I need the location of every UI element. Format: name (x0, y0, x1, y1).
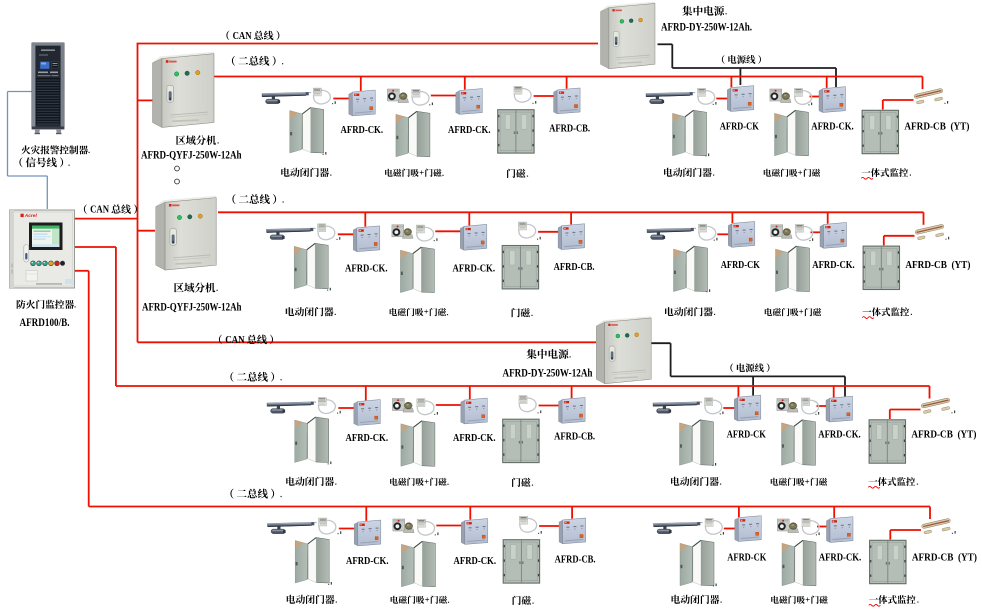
svg-text:+: + (805, 594, 810, 604)
svg-text:AFRD-CB.: AFRD-CB. (554, 430, 595, 442)
svg-text:+: + (805, 476, 810, 486)
svg-text:AFRD-CK.: AFRD-CK. (453, 432, 496, 444)
svg-text:AFRD-CB.: AFRD-CB. (549, 122, 590, 134)
svg-text:AFRD-CK: AFRD-CK (727, 428, 766, 440)
svg-text:AFRD-CB (YT): AFRD-CB (YT) (912, 551, 977, 563)
svg-text:AFRD-QYFJ-250W-12Ah: AFRD-QYFJ-250W-12Ah (142, 302, 242, 314)
svg-text:+: + (425, 594, 430, 604)
svg-text:AFRD-CK: AFRD-CK (727, 551, 766, 563)
svg-text:AFRD-CK.: AFRD-CK. (346, 432, 389, 444)
svg-text:+: + (424, 307, 429, 317)
svg-text:AFRD-CK.: AFRD-CK. (811, 120, 854, 132)
svg-text:AFRD-CK.: AFRD-CK. (818, 428, 861, 440)
svg-text:AFRD-CB (YT): AFRD-CB (YT) (904, 120, 969, 132)
svg-text:CAN: CAN (225, 335, 245, 346)
svg-text:AFRD-CK.: AFRD-CK. (346, 555, 389, 567)
svg-text:AFRD-CK.: AFRD-CK. (345, 263, 388, 275)
svg-text:CAN: CAN (233, 31, 253, 42)
svg-text:+: + (424, 476, 429, 486)
svg-text:AFRD100/B.: AFRD100/B. (20, 317, 70, 329)
svg-text:AFRD-CK.: AFRD-CK. (448, 124, 491, 136)
svg-text:AFRD-DY-250W-12Ah: AFRD-DY-250W-12Ah (503, 368, 593, 380)
svg-text:AFRD-CB.: AFRD-CB. (555, 553, 596, 565)
svg-text:AFRD-DY-250W-12Ah.: AFRD-DY-250W-12Ah. (661, 22, 752, 34)
svg-text:AFRD-CK.: AFRD-CK. (819, 551, 862, 563)
svg-text:+: + (419, 167, 424, 177)
svg-text:AFRD-CK: AFRD-CK (721, 259, 760, 271)
svg-text:AFRD-CK: AFRD-CK (720, 120, 759, 132)
svg-text:AFRD-CB (YT): AFRD-CB (YT) (905, 259, 970, 271)
svg-text:+: + (798, 167, 803, 177)
svg-text:+: + (799, 307, 804, 317)
svg-text:AFRD-CK.: AFRD-CK. (812, 259, 855, 271)
svg-text:AFRD-CK.: AFRD-CK. (341, 124, 384, 136)
svg-text:AFRD-CK.: AFRD-CK. (454, 555, 497, 567)
svg-text:CAN: CAN (90, 205, 110, 216)
svg-text:AFRD-CB (YT): AFRD-CB (YT) (911, 428, 976, 440)
svg-text:AFRD-QYFJ-250W-12Ah: AFRD-QYFJ-250W-12Ah (141, 149, 242, 161)
svg-text:AFRD-CB.: AFRD-CB. (554, 261, 595, 273)
svg-text:AFRD-CK.: AFRD-CK. (453, 263, 496, 275)
